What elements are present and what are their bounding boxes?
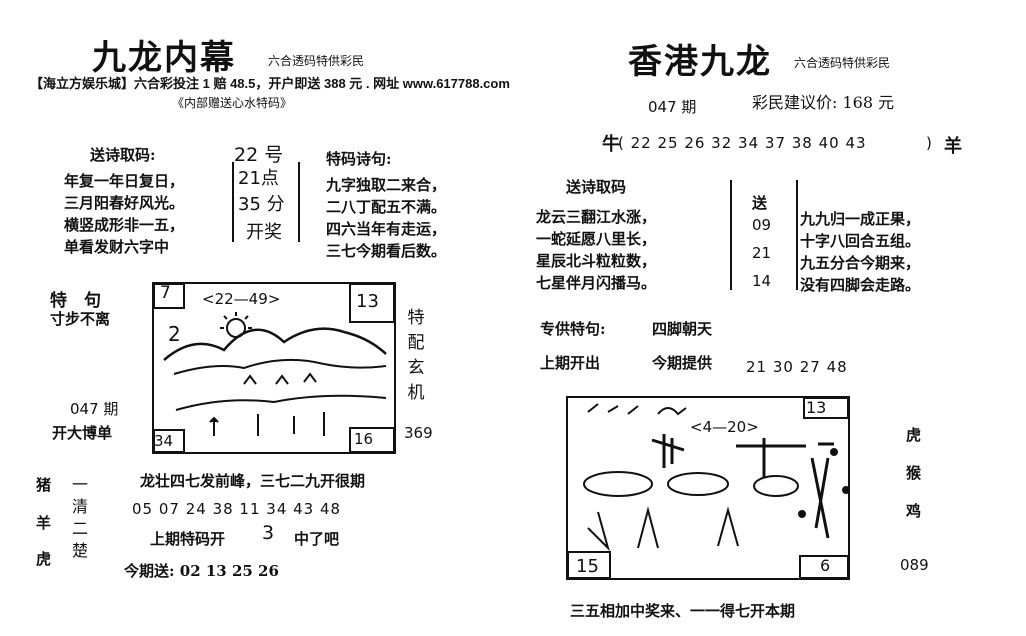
left-poem-line: 三月阳春好风光。: [64, 194, 185, 212]
right-price: 彩民建议价: 168 元: [752, 93, 895, 112]
left-poem-heading: 送诗取码:: [90, 146, 156, 164]
right-zodiac-1: 虎: [906, 426, 922, 444]
left-draw-box: [232, 162, 300, 242]
right-send-box: [730, 180, 798, 290]
left-poem-line: 横竖成形非一五，: [64, 216, 185, 234]
left-tema-heading: 特码诗句:: [326, 150, 392, 168]
right-zodiac-2: 猴: [906, 464, 922, 482]
left-last-suffix: 中了吧: [294, 530, 340, 548]
right-ox-numbers: ( 22 25 26 32 34 37 38 40 43: [618, 134, 867, 152]
right-today-label: 今期提供: [652, 354, 713, 372]
right-send-num-2: 21: [752, 244, 772, 262]
right-poem2-line: 十字八回合五组。: [800, 232, 921, 250]
left-poem-line: 年复一年日复日，: [64, 172, 185, 190]
left-vert-col: 一清二楚: [71, 475, 88, 560]
right-drawing: [566, 396, 850, 580]
left-banner: 【海立方娱乐城】六合彩投注 1 赔 48.5，开户即送 388 元 . 网址 w…: [30, 76, 510, 91]
left-zodiac-1: 猪: [36, 476, 52, 494]
right-poem-line: 龙云三翻江水涨，: [536, 208, 657, 226]
right-poem2: 九九归一成正果， 十字八回合五组。 九五分合今期来， 没有四脚会走路。: [800, 208, 920, 296]
left-tema-line: 二八丁配五不满。: [326, 198, 447, 216]
left-draw-time: 21点: [238, 168, 279, 189]
left-period: 047 期: [70, 400, 119, 418]
right-sheep-label: 羊: [944, 136, 962, 157]
left-tema-line: 九字独取二来合，: [326, 176, 447, 194]
right-send-label: 送: [752, 194, 768, 212]
left-poem-line: 单看发财六字中: [64, 238, 170, 256]
left-zodiac-2: 羊: [36, 514, 52, 532]
right-send-num-1: 09: [752, 216, 772, 234]
right-poem-heading: 送诗取码: [566, 178, 627, 196]
left-pic-range: <22—49>: [202, 290, 281, 308]
left-numbers-line: 05 07 24 38 11 34 43 48: [132, 500, 342, 518]
left-last-label: 上期特码开: [150, 530, 226, 548]
right-special-label: 专供特句:: [540, 320, 606, 338]
left-tema-line: 三七今期看后数。: [326, 242, 447, 260]
left-title-note: 六合透码特供彩民: [268, 54, 365, 68]
left-title: 九龙内幕: [92, 38, 236, 78]
left-side-num: 369: [404, 424, 433, 442]
left-pic-mid: 2: [168, 322, 181, 346]
right-title-note: 六合透码特供彩民: [794, 56, 891, 70]
right-ox-label: 牛: [602, 134, 620, 155]
right-poem: 龙云三翻江水涨， 一蛇延愿八里长， 星辰北斗粒粒数， 七星伴月闪播马。: [536, 206, 656, 294]
left-tiju-text: 寸步不离: [50, 310, 111, 328]
left-pic-br: 16: [354, 430, 374, 448]
right-poem-line: 星辰北斗粒粒数，: [536, 252, 657, 270]
left-draw-min: 35 分: [238, 194, 285, 215]
right-period: 047 期: [648, 98, 697, 116]
left-send-line: 今期送: 02 13 25 26: [124, 562, 279, 580]
left-period-label: 开大博单: [52, 424, 113, 442]
right-poem2-line: 九九归一成正果，: [800, 210, 921, 228]
left-tiju-label: 特 句: [50, 291, 101, 311]
left-tema-line: 四六当年有走运，: [326, 220, 447, 238]
right-side-num: 089: [900, 556, 929, 574]
right-ox-end: ): [926, 134, 932, 152]
right-zodiac-3: 鸡: [906, 502, 922, 520]
left-draw-no: 22 号: [234, 144, 284, 166]
right-poem2-line: 没有四脚会走路。: [800, 276, 921, 294]
right-pic-br: 6: [820, 556, 831, 575]
right-pic-range: <4—20>: [690, 418, 759, 436]
right-today-numbers: 21 30 27 48: [746, 358, 848, 376]
left-pic-tr: 13: [356, 291, 379, 312]
right-footer: 三五相加中奖来、一一得七开本期: [570, 602, 796, 620]
right-pic-bl: 15: [576, 556, 599, 577]
right-poem-line: 一蛇延愿八里长，: [536, 230, 657, 248]
left-zodiac-3: 虎: [36, 550, 52, 568]
left-subtitle: 《内部赠送心水特码》: [172, 96, 293, 110]
right-drawing-art: [568, 398, 848, 578]
left-pic-bl: 34: [154, 432, 174, 450]
left-pic-tl: 7: [160, 283, 171, 303]
right-last-label: 上期开出: [540, 354, 601, 372]
right-title: 香港九龙: [628, 42, 772, 82]
right-send-num-3: 14: [752, 272, 772, 290]
left-side-vertical: 特配玄机: [407, 308, 425, 403]
left-draw-label: 开奖: [246, 222, 282, 243]
left-poem: 年复一年日复日， 三月阳春好风光。 横竖成形非一五， 单看发财六字中: [64, 170, 184, 258]
left-saying: 龙壮四七发前峰，三七二九开很期: [140, 472, 366, 490]
right-poem-line: 七星伴月闪播马。: [536, 274, 657, 292]
right-poem2-line: 九五分合今期来，: [800, 254, 921, 272]
left-drawing-art: [154, 284, 394, 452]
right-special-text: 四脚朝天: [652, 320, 713, 338]
left-tema-poem: 九字独取二来合， 二八丁配五不满。 四六当年有走运， 三七今期看后数。: [326, 174, 446, 262]
left-drawing: [152, 282, 396, 454]
left-last-value: 3: [262, 522, 275, 544]
right-pic-tr: 13: [806, 398, 827, 417]
